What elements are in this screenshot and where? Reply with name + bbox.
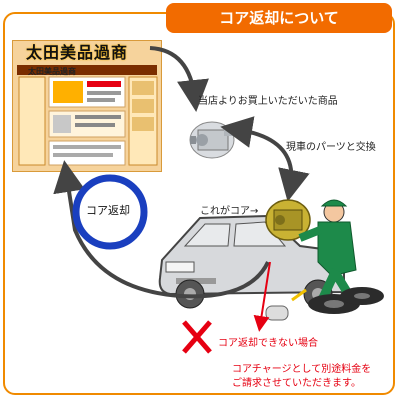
- shipping-arrow: [149, 46, 209, 112]
- exchange-label: 現車のパーツと交換: [286, 142, 376, 153]
- spare-tires: [265, 287, 384, 321]
- core-return-circle-icon: [72, 174, 148, 250]
- purchased-alternator: [189, 121, 235, 159]
- shop-website-thumbnail: [12, 40, 162, 172]
- cannot-return-label: コア返却できない場合: [218, 338, 318, 349]
- this-is-core-label: これがコア→: [200, 206, 259, 217]
- core-charge-line2: ご請求させていただきます。: [232, 378, 361, 389]
- core-alternator: [265, 199, 311, 241]
- website-screenshot-graphic: [13, 41, 161, 171]
- cross-icon: [182, 320, 212, 354]
- core-charge-line1: コアチャージとして別途料金を: [232, 364, 372, 375]
- page-title: コア返却について: [166, 3, 392, 33]
- core-return-arrow: [53, 160, 270, 299]
- purchased-product-label: 当店よりお買上いただいた商品: [198, 96, 338, 107]
- cannot-return-arrow: [253, 261, 271, 332]
- car-illustration: [158, 214, 345, 309]
- shop-logo-small: 太田美品過商: [28, 67, 76, 76]
- core-return-label: コア返却: [86, 204, 130, 217]
- exchange-arrow: [220, 116, 310, 202]
- shop-logo: 太田美品過商: [26, 43, 129, 62]
